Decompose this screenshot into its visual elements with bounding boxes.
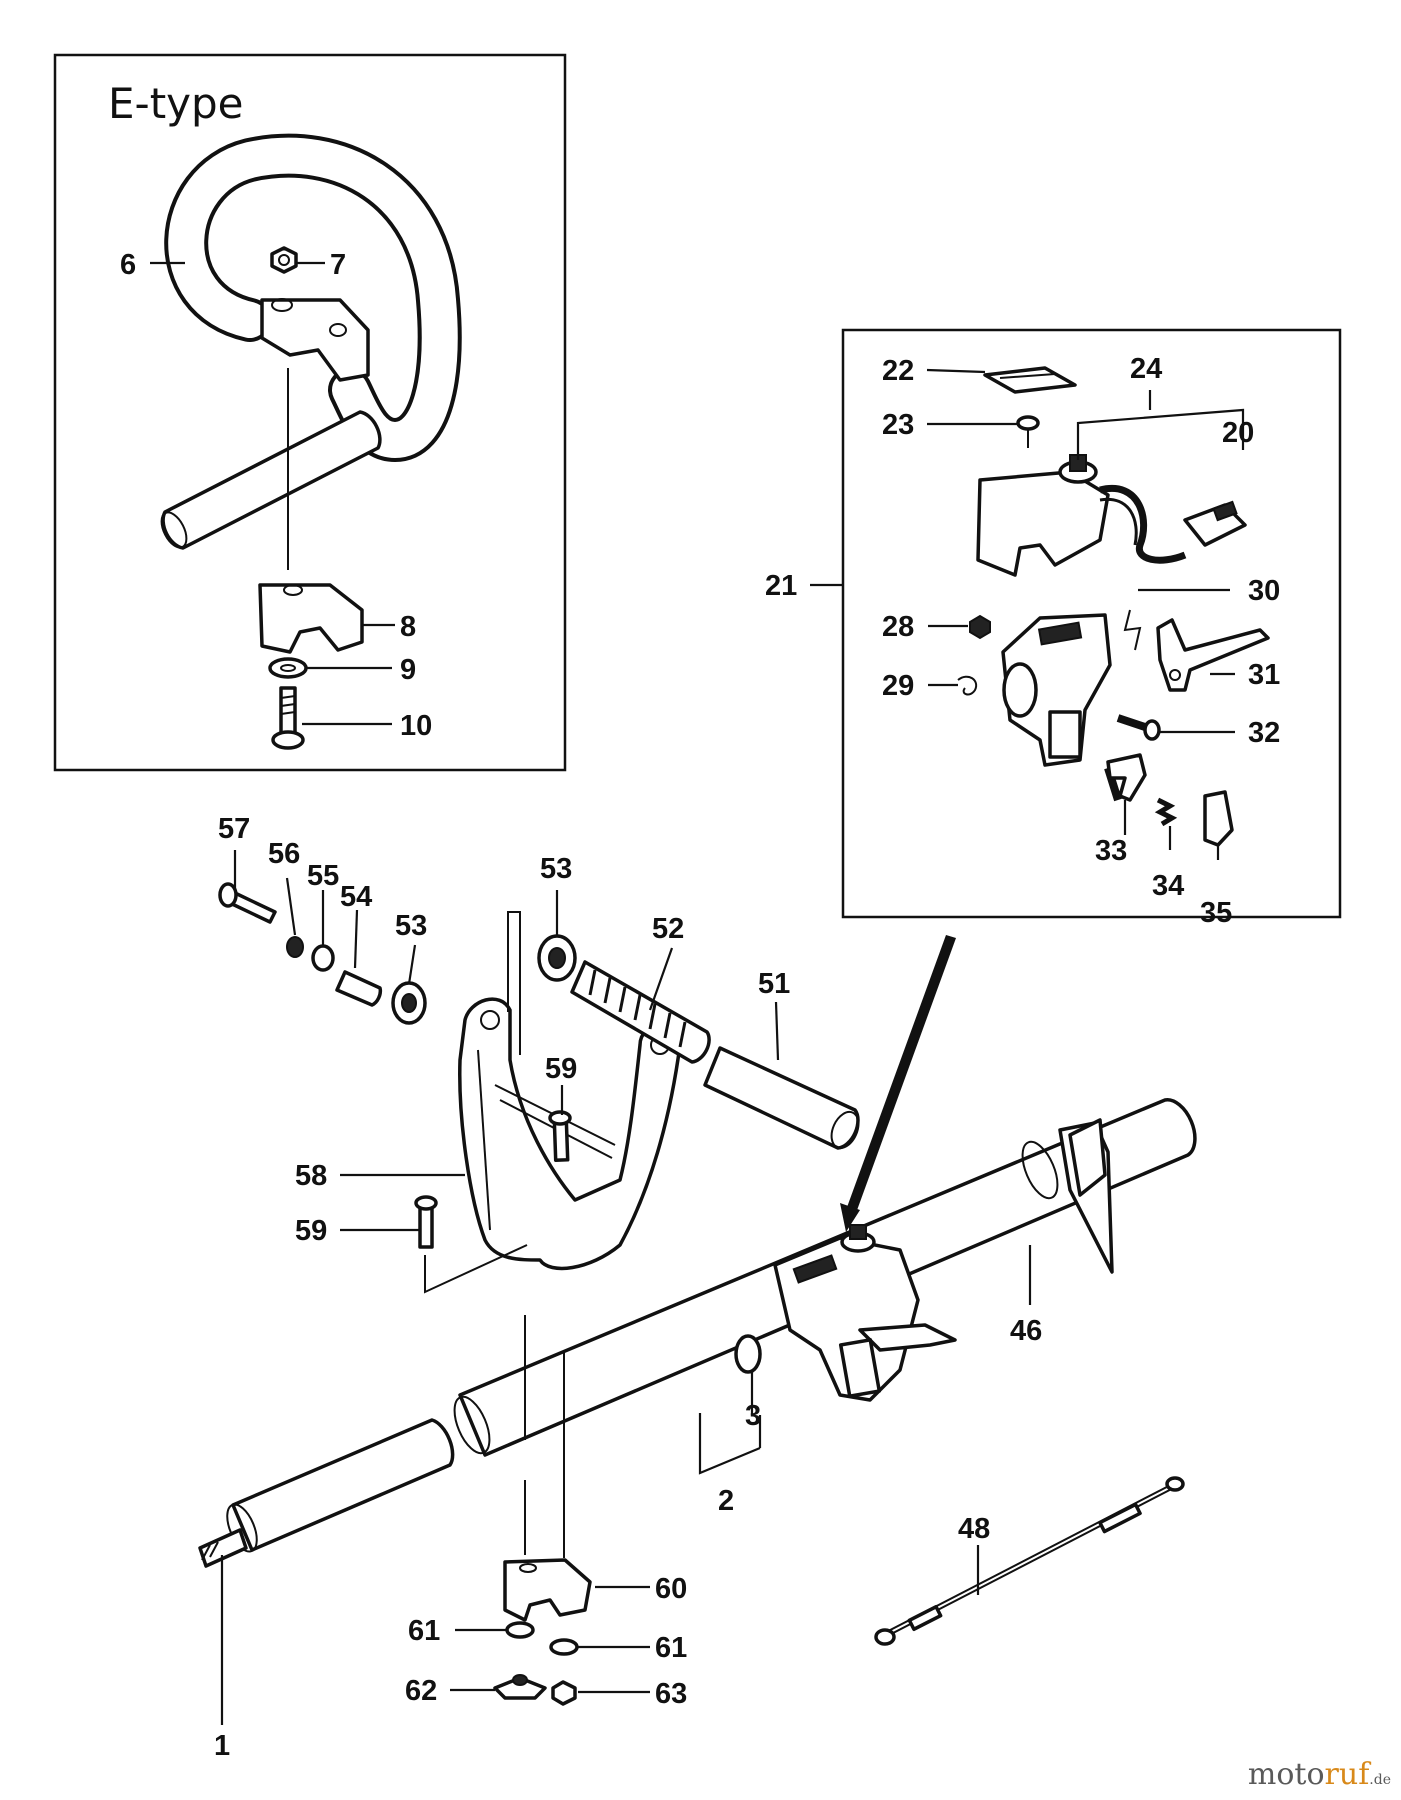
throttle-assembly-part — [773, 1224, 957, 1402]
e-type-inset: E-type — [53, 53, 567, 772]
callout-34: 34 — [1152, 870, 1184, 902]
knob-62-part — [493, 1674, 547, 1700]
bolt-59-lower-part — [414, 1195, 438, 1249]
trigger-31-part — [1156, 618, 1270, 692]
nut-7-part — [270, 246, 298, 274]
callout-35: 35 — [1200, 897, 1232, 929]
clip-29-part — [957, 675, 978, 696]
callout-30: 30 — [1248, 575, 1280, 607]
callout-9: 9 — [400, 654, 416, 686]
bracket-58-part — [458, 997, 682, 1271]
callout-8: 8 — [400, 611, 416, 643]
callout-2: 2 — [718, 1485, 734, 1517]
callout-53-lower: 53 — [395, 910, 427, 942]
cap-35-part — [1203, 790, 1234, 847]
callout-33: 33 — [1095, 835, 1127, 867]
callout-61-right: 61 — [655, 1632, 687, 1664]
bushing-3-part — [734, 1334, 762, 1374]
sleeve-54-part — [335, 970, 383, 1007]
washer-61-left-part — [505, 1621, 535, 1639]
pin-32-part — [1116, 714, 1161, 741]
callout-62: 62 — [405, 1675, 437, 1707]
callout-46: 46 — [1010, 1315, 1042, 1347]
callout-6: 6 — [120, 249, 136, 281]
bolt-10-part — [271, 686, 305, 750]
callout-54: 54 — [340, 881, 372, 913]
washer-9-part — [268, 657, 308, 679]
spacer-53-lower-part — [391, 981, 427, 1025]
callout-51: 51 — [758, 968, 790, 1000]
spring-52-part — [570, 960, 711, 1064]
callout-52: 52 — [652, 913, 684, 945]
callout-58: 58 — [295, 1160, 327, 1192]
callout-48: 48 — [958, 1513, 990, 1545]
spring-34-part — [1154, 797, 1178, 827]
main-assembly: 57 56 55 54 53 53 52 51 59 58 59 46 3 2 … — [198, 813, 1197, 1762]
callout-31: 31 — [1248, 659, 1280, 691]
callout-32: 32 — [1248, 717, 1280, 749]
callout-57: 57 — [218, 813, 250, 845]
washer-55-part — [311, 944, 335, 972]
callout-22: 22 — [882, 355, 914, 387]
throttle-inset: 22 23 24 20 21 28 29 30 31 32 33 34 35 — [765, 328, 1342, 1232]
tube-51-part — [703, 1046, 860, 1150]
plate-22-part — [983, 366, 1077, 394]
screw-23-part — [1016, 415, 1040, 448]
callout-55: 55 — [307, 860, 339, 892]
washer-56-part — [286, 936, 304, 958]
e-type-inset-frame — [53, 53, 567, 772]
callout-61-left: 61 — [408, 1615, 440, 1647]
clamp-60-part — [503, 1558, 592, 1622]
callout-24: 24 — [1130, 353, 1162, 385]
nut-28-part — [969, 614, 991, 640]
watermark-part1: moto — [1247, 1757, 1325, 1792]
spacer-53-upper-part — [537, 934, 577, 982]
callout-21: 21 — [765, 570, 797, 602]
callout-10: 10 — [400, 710, 432, 742]
upper-clamp-part — [260, 298, 370, 382]
throttle-inset-frame — [841, 328, 1342, 919]
bolt-57-part — [218, 882, 277, 924]
washer-61-right-part — [549, 1638, 579, 1656]
lower-housing-part — [1001, 613, 1112, 767]
cable-48-part — [874, 1476, 1185, 1646]
callout-60: 60 — [655, 1573, 687, 1605]
lower-clamp-8-part — [258, 583, 364, 654]
callout-59-lower: 59 — [295, 1215, 327, 1247]
inner-pipe-1-part — [198, 1418, 455, 1568]
callout-59-upper: 59 — [545, 1053, 577, 1085]
watermark-logo: motoruf.de — [1248, 1757, 1391, 1792]
inset-title: E-type — [108, 79, 244, 128]
nut-63-part — [551, 1680, 577, 1706]
inset-arrow — [846, 935, 956, 1213]
callout-23: 23 — [882, 409, 914, 441]
loop-handle-part — [164, 133, 462, 463]
callout-20: 20 — [1222, 417, 1254, 449]
watermark-part2: ruf — [1324, 1757, 1370, 1792]
callout-7: 7 — [330, 249, 346, 281]
bolt-59-upper-part — [548, 1110, 572, 1162]
callout-3: 3 — [745, 1400, 761, 1432]
callout-56: 56 — [268, 838, 300, 870]
spring-30-part — [1123, 609, 1142, 651]
watermark-suffix: .de — [1369, 1772, 1391, 1788]
callout-53-upper: 53 — [540, 853, 572, 885]
callout-29: 29 — [882, 670, 914, 702]
callout-63: 63 — [655, 1678, 687, 1710]
grip-bar-part — [160, 410, 382, 550]
callout-28: 28 — [882, 611, 914, 643]
lockout-33-part — [1104, 753, 1147, 802]
flange-46-part — [1021, 1118, 1114, 1274]
upper-housing-24-part — [976, 454, 1247, 577]
callout-1: 1 — [214, 1730, 230, 1762]
